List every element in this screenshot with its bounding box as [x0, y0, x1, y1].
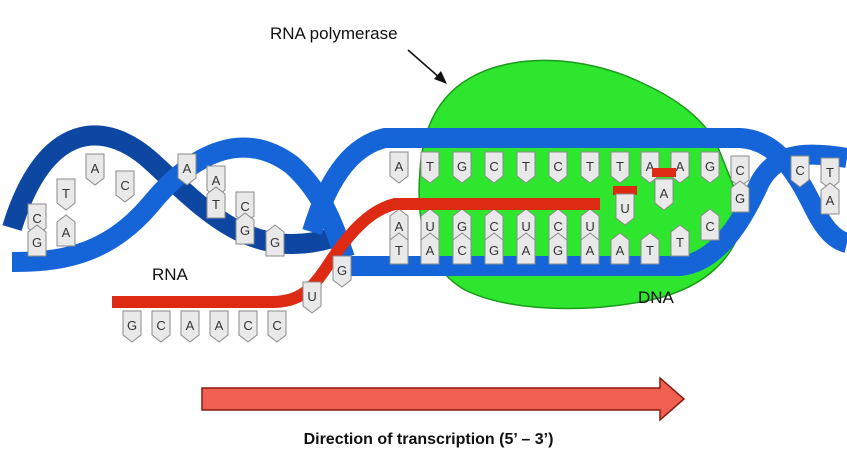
base-label: U: [620, 201, 629, 216]
base-label: C: [553, 219, 562, 234]
base-label: C: [553, 159, 562, 174]
base-label: T: [212, 197, 220, 212]
rna-tail-bases: G C A A C C: [122, 310, 287, 343]
base-label: T: [62, 186, 70, 201]
right-helix-bases: C G C T A: [730, 155, 840, 215]
base-label: T: [676, 235, 684, 250]
base-label: C: [705, 219, 714, 234]
base-label: G: [127, 318, 137, 333]
base-label: C: [120, 178, 129, 193]
base-label: G: [457, 159, 467, 174]
base-label: C: [243, 318, 252, 333]
base-label: A: [183, 161, 192, 176]
base-label: G: [489, 243, 499, 258]
base-label: U: [425, 219, 434, 234]
base-label: U: [521, 219, 530, 234]
left-helix-bases: C T A C A A C G A T G G: [27, 153, 285, 257]
base-label: A: [586, 243, 595, 258]
base-label: U: [585, 219, 594, 234]
rna-label: RNA: [152, 265, 188, 284]
base-label: T: [522, 159, 530, 174]
base-label: G: [240, 223, 250, 238]
dna-template-strand-bases: T A C G A G A A T T C: [389, 208, 720, 265]
base-label: C: [489, 159, 498, 174]
rna-transcript-strand: [112, 198, 600, 308]
dna-label: DNA: [638, 288, 674, 307]
base-label: C: [32, 211, 41, 226]
base-label: A: [522, 243, 531, 258]
base-label: A: [62, 225, 71, 240]
base-label: A: [215, 318, 224, 333]
base-label: A: [395, 219, 404, 234]
base-label: C: [457, 243, 466, 258]
dna-coding-strand: [302, 128, 847, 253]
direction-caption: Direction of transcription (5’ – 3’): [303, 431, 554, 448]
base-label: G: [32, 235, 42, 250]
base-label: T: [586, 159, 594, 174]
base-label: G: [270, 235, 280, 250]
rna-exit-bases: G U: [302, 255, 352, 314]
base-label: A: [676, 159, 685, 174]
base-label: G: [337, 263, 347, 278]
base-label: T: [826, 165, 834, 180]
base-label: C: [156, 318, 165, 333]
dna-top-strand-bases: A T G C T C T T A A G: [389, 151, 720, 184]
base-label: C: [735, 163, 744, 178]
base-label: T: [395, 243, 403, 258]
base-label: A: [826, 193, 835, 208]
base-label: A: [426, 243, 435, 258]
nucleotide-backbone: [613, 186, 637, 195]
base-label: A: [616, 243, 625, 258]
base-label: G: [705, 159, 715, 174]
base-label: G: [553, 243, 563, 258]
base-label: A: [395, 159, 404, 174]
base-label: A: [212, 173, 221, 188]
base-label: G: [457, 219, 467, 234]
base-label: A: [646, 159, 655, 174]
base-label: A: [91, 161, 100, 176]
polymerase-pointer-arrow: [407, 49, 447, 84]
base-label: U: [307, 289, 316, 304]
direction-arrow: [201, 376, 686, 422]
incoming-nucleotides: U A: [613, 168, 676, 226]
base-label: T: [616, 159, 624, 174]
base-label: T: [646, 243, 654, 258]
base-label: C: [795, 163, 804, 178]
base-label: G: [735, 191, 745, 206]
base-label: C: [489, 219, 498, 234]
dna-template-strand: [345, 144, 847, 276]
base-label: A: [186, 318, 195, 333]
base-label: C: [240, 199, 249, 214]
base-label: T: [426, 159, 434, 174]
rna-hybrid-bases: A U G C U C U: [389, 208, 600, 241]
nucleotide-backbone: [652, 168, 676, 177]
base-label: A: [660, 186, 669, 201]
rna-polymerase-label: RNA polymerase: [270, 24, 398, 43]
base-label: C: [272, 318, 281, 333]
